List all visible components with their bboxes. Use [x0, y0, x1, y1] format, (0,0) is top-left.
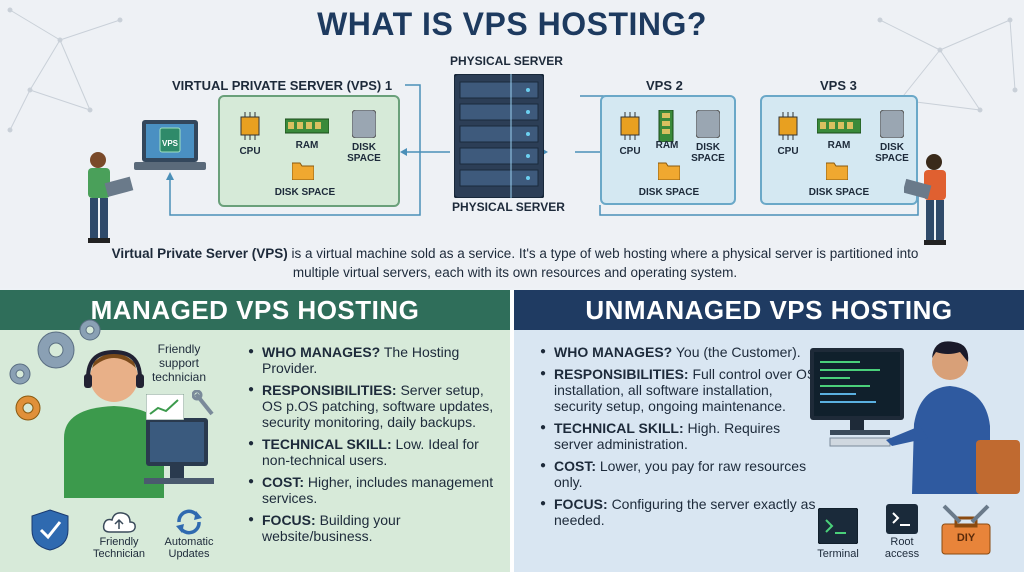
- managed-feature-item: TECHNICAL SKILL: Low. Ideal for non-tech…: [248, 436, 503, 468]
- panel-divider: [510, 290, 514, 572]
- unmanaged-panel: UNMANAGED VPS HOSTING WHO MANAGES? You (…: [514, 290, 1024, 572]
- network-decoration-left: [7, 7, 123, 133]
- unmanaged-feature-item-value: Lower, you pay for raw resources only.: [554, 458, 807, 490]
- laptop-screen-label: VPS: [162, 139, 179, 148]
- unmanaged-feature-item-value: You (the Customer).: [675, 344, 801, 360]
- wrench-icon: [192, 390, 214, 416]
- vps3-diskspace-label: DISK SPACE: [808, 187, 870, 198]
- managed-feature-item: WHO MANAGES? The Hosting Provider.: [248, 344, 503, 376]
- laptop-vps: [134, 120, 206, 170]
- managed-feature-item-value: Higher, includes management services.: [262, 474, 494, 506]
- top-section: WHAT IS VPS HOSTING? PHYSICAL SERVER VIR…: [7, 6, 1018, 282]
- cloud-upload-icon: [102, 512, 136, 533]
- managed-feature-item-key: RESPONSIBILITIES:: [262, 382, 397, 398]
- managed-feature-item-key: COST:: [262, 474, 304, 490]
- description-lead: Virtual Private Server (VPS): [111, 246, 288, 261]
- disk-icon: [352, 110, 376, 138]
- vps3-label: VPS 3: [820, 78, 857, 93]
- vps1-label: VIRTUAL PRIVATE SERVER (VPS) 1: [172, 78, 393, 93]
- unmanaged-feature-item-key: TECHNICAL SKILL:: [554, 420, 684, 436]
- vps3-disk-line2: SPACE: [875, 153, 909, 164]
- managed-feature-item: COST: Higher, includes management servic…: [248, 474, 503, 506]
- gears-icon: [9, 319, 101, 421]
- unmanaged-feature-item: FOCUS: Configuring the server exactly as…: [540, 496, 820, 528]
- terminal-icon: [818, 508, 858, 544]
- ram-icon: [817, 118, 861, 134]
- tech-label: Friendly support technician: [151, 342, 207, 384]
- managed-feature-item: RESPONSIBILITIES: Server setup, OS p.OS …: [248, 382, 503, 430]
- folder-icon: [826, 162, 848, 180]
- folder-icon: [658, 162, 680, 180]
- managed-icon-label-1: Friendly Technician: [93, 536, 145, 560]
- vps1-disk-line1: DISK: [352, 142, 376, 153]
- disk-icon: [880, 110, 904, 138]
- managed-icon-label-2: Automatic Updates: [164, 536, 214, 560]
- ram-icon: [285, 118, 329, 134]
- managed-feature-item-value: The Hosting Provider.: [262, 344, 460, 376]
- unmanaged-feature-item: COST: Lower, you pay for raw resources o…: [540, 458, 820, 490]
- managed-feature-item-key: FOCUS:: [262, 512, 316, 528]
- cpu-icon: [620, 112, 640, 140]
- vps-description: Virtual Private Server (VPS) is a virtua…: [100, 244, 930, 282]
- unmanaged-feature-item: WHO MANAGES? You (the Customer).: [540, 344, 820, 360]
- unmanaged-feature-item-value: High. Requires server administration.: [554, 420, 781, 452]
- network-decoration-right: [877, 17, 1018, 113]
- unmanaged-feature-item-value: Configuring the server exactly as needed…: [554, 496, 816, 528]
- vps1-disk-line2: SPACE: [347, 153, 381, 164]
- managed-feature-item-value: Low. Ideal for non-technical users.: [262, 436, 479, 468]
- vps3-disk-line1: DISK: [880, 142, 904, 153]
- unmanaged-icon-label-2: DIY: [956, 532, 976, 544]
- vps2-disk-line2: SPACE: [691, 153, 725, 164]
- managed-heading: MANAGED VPS HOSTING: [0, 290, 510, 330]
- physical-server-label-bottom: PHYSICAL SERVER: [452, 200, 565, 214]
- managed-feature-item: FOCUS: Building your website/business.: [248, 512, 503, 544]
- support-technician: [64, 349, 214, 498]
- cpu-icon: [240, 112, 260, 140]
- page-title: WHAT IS VPS HOSTING?: [317, 6, 707, 42]
- unmanaged-feature-item-key: COST:: [554, 458, 596, 474]
- vps2-disk-line1: DISK: [696, 142, 720, 153]
- root-terminal-icon: [886, 504, 918, 534]
- unmanaged-feature-item-key: RESPONSIBILITIES:: [554, 366, 689, 382]
- toolbox-icon: [941, 504, 991, 555]
- vps2-ram-label: RAM: [655, 140, 679, 151]
- vps1-cpu-label: CPU: [239, 146, 261, 157]
- unmanaged-feature-item-key: FOCUS:: [554, 496, 608, 512]
- server-rack-icon: [454, 74, 544, 198]
- person-laptop-left: [88, 152, 134, 243]
- developer-at-computer: [810, 341, 1020, 494]
- disk-icon: [696, 110, 720, 138]
- vps2-diskspace-label: DISK SPACE: [638, 187, 700, 198]
- chart-card-icon: [146, 394, 184, 420]
- vps3-ram-label: RAM: [827, 140, 851, 151]
- managed-feature-item-key: WHO MANAGES?: [262, 344, 381, 360]
- managed-feature-item-key: TECHNICAL SKILL:: [262, 436, 392, 452]
- vps1-diskspace-label: DISK SPACE: [274, 187, 336, 198]
- folder-icon: [292, 162, 314, 180]
- unmanaged-feature-item: TECHNICAL SKILL: High. Requires server a…: [540, 420, 820, 452]
- unmanaged-features-list: WHO MANAGES? You (the Customer). RESPONSI…: [540, 344, 820, 534]
- vps1-ram-label: RAM: [295, 140, 319, 151]
- physical-server-label-top: PHYSICAL SERVER: [450, 54, 563, 68]
- unmanaged-icon-label-1: Root access: [884, 536, 920, 560]
- ram-icon: [658, 110, 674, 142]
- vps2-cpu-label: CPU: [619, 146, 641, 157]
- managed-panel: MANAGED VPS HOSTING Friendly support tec…: [0, 290, 510, 572]
- connection-lines: [166, 84, 919, 216]
- description-rest: is a virtual machine sold as a service. …: [287, 246, 919, 280]
- vps2-label: VPS 2: [646, 78, 683, 93]
- unmanaged-feature-item-value: Full control over OS installation, all s…: [554, 366, 817, 414]
- unmanaged-icon-label-0: Terminal: [817, 548, 859, 560]
- unmanaged-feature-item-key: WHO MANAGES?: [554, 344, 673, 360]
- person-laptop-right: [904, 154, 946, 245]
- unmanaged-feature-item: RESPONSIBILITIES: Full control over OS i…: [540, 366, 820, 414]
- cpu-icon: [778, 112, 798, 140]
- unmanaged-heading: UNMANAGED VPS HOSTING: [514, 290, 1024, 330]
- managed-feature-item-value: Server setup, OS p.OS patching, software…: [262, 382, 494, 430]
- refresh-icon: [176, 509, 202, 535]
- managed-feature-item-value: Building your website/business.: [262, 512, 401, 544]
- managed-features-list: WHO MANAGES? The Hosting Provider. RESPON…: [248, 344, 503, 550]
- vps3-cpu-label: CPU: [777, 146, 799, 157]
- shield-check-icon: [31, 509, 69, 551]
